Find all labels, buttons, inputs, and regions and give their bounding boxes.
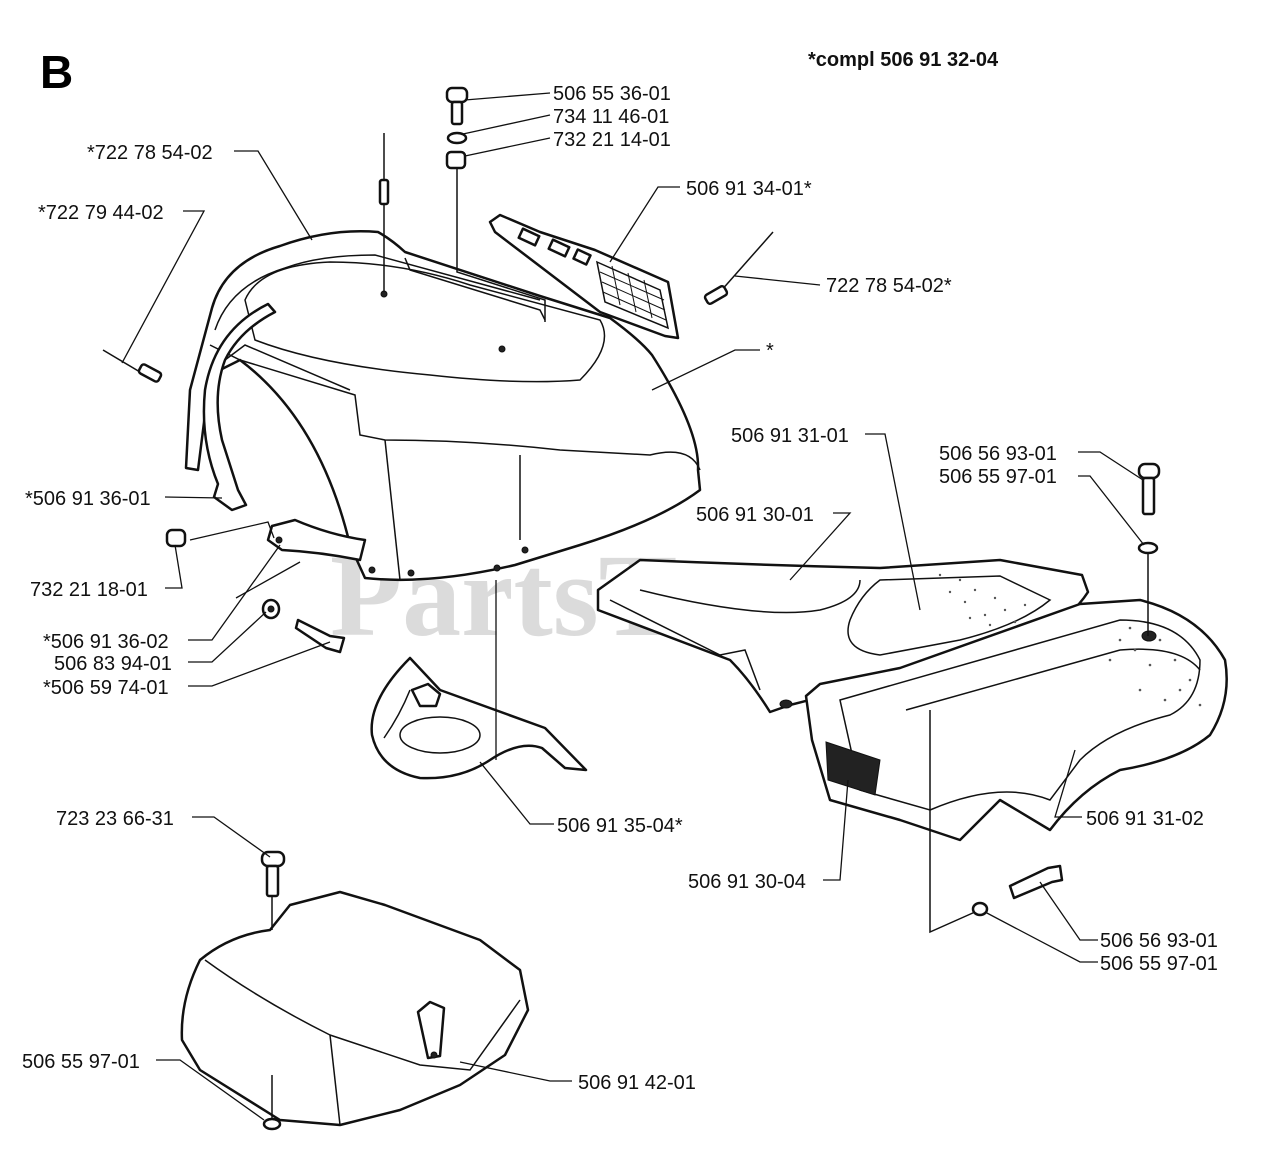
label-506839401: 506 83 94-01 <box>54 653 172 675</box>
label-506913602: *506 91 36-02 <box>43 631 169 653</box>
label-506553601: 506 55 36-01 <box>553 83 671 105</box>
washer-left <box>261 598 281 620</box>
rivet-pin-right <box>703 231 774 305</box>
lower-cover <box>180 890 530 1127</box>
rivet-pin-left <box>102 349 163 383</box>
screw-bottom-right <box>929 710 1064 934</box>
hinge-bracket <box>202 302 367 562</box>
label-722794402: *722 79 44-02 <box>38 202 164 224</box>
label-723236631: 723 23 66-31 <box>56 808 174 830</box>
label-732211401: 732 21 14-01 <box>553 129 671 151</box>
grille-plate <box>488 213 680 340</box>
label-506913101: 506 91 31-01 <box>731 425 849 447</box>
label-506569301-bottom: 506 56 93-01 <box>1100 930 1218 952</box>
label-506569301-top: 506 56 93-01 <box>939 443 1057 465</box>
label-506559701-bottom: 506 55 97-01 <box>1100 953 1218 975</box>
label-506913401: 506 91 34-01* <box>686 178 812 200</box>
label-506913504: 506 91 35-04* <box>557 815 683 837</box>
compl-note: *compl 506 91 32-04 <box>808 49 999 71</box>
knob-screw <box>445 86 546 322</box>
label-722785402-right: 722 78 54-02* <box>826 275 952 297</box>
hood-part <box>184 230 702 582</box>
rivet-pin-top <box>378 133 390 292</box>
bolt-left <box>294 618 346 654</box>
label-star: * <box>766 340 774 362</box>
label-722785402-left: *722 78 54-02 <box>87 142 213 164</box>
leader-lines <box>121 92 1145 1121</box>
chute-deflector <box>370 656 588 780</box>
label-506913004: 506 91 30-04 <box>688 871 806 893</box>
label-732211801: 732 21 18-01 <box>30 579 148 601</box>
label-506913102: 506 91 31-02 <box>1086 808 1204 830</box>
label-506597401: *506 59 74-01 <box>43 677 169 699</box>
nut-left <box>165 528 187 548</box>
screw-top-right <box>1137 462 1161 636</box>
label-506559701-top: 506 55 97-01 <box>939 466 1057 488</box>
label-506913601: *506 91 36-01 <box>25 488 151 510</box>
label-506559701-left: 506 55 97-01 <box>22 1051 140 1073</box>
section-letter: B <box>40 46 73 98</box>
label-734114601: 734 11 46-01 <box>553 106 669 128</box>
label-506913001: 506 91 30-01 <box>696 504 814 526</box>
label-506914201: 506 91 42-01 <box>578 1072 696 1094</box>
